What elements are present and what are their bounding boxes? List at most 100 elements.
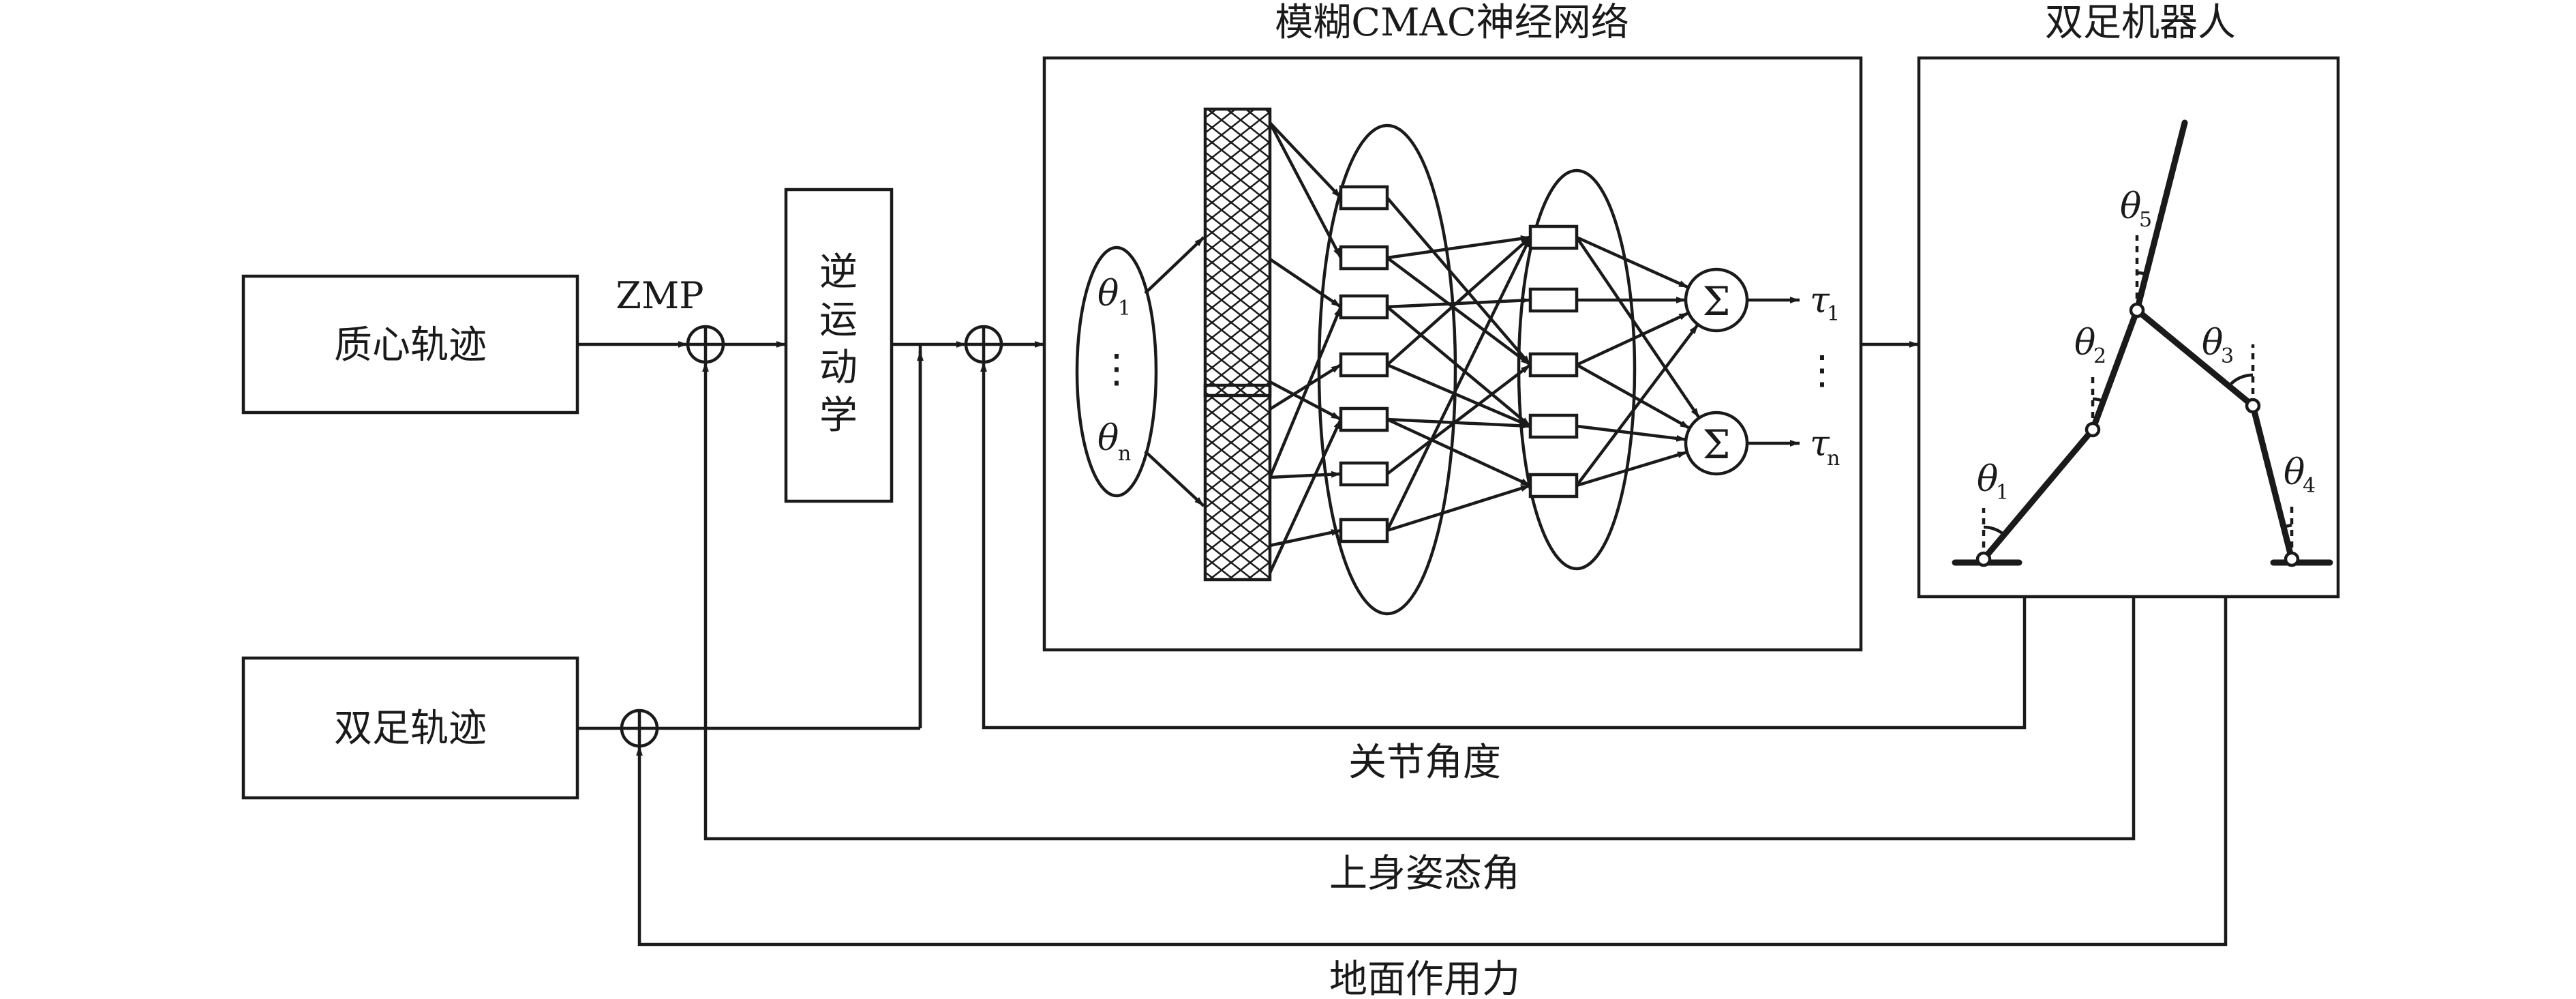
weight-layer-ellipse xyxy=(1517,168,1637,571)
ground-force-label: 地面作用力 xyxy=(1329,957,1520,999)
theta-label-4: θ xyxy=(2284,452,2305,493)
weight-sum-link-5 xyxy=(1576,424,1686,442)
angle-arc-5 xyxy=(2136,271,2147,276)
zmp-label: ZMP xyxy=(616,274,703,317)
grid-link-lower-2 xyxy=(1269,471,1342,479)
foot-trajectory-block: 双足轨迹 xyxy=(241,656,579,800)
foot-trajectory-label: 双足轨迹 xyxy=(334,706,487,751)
feedback-ground-force xyxy=(636,597,2228,946)
weight-sum-link-4 xyxy=(1575,363,1691,430)
weight-sum-link-3 xyxy=(1576,311,1690,367)
grid-link-upper-2 xyxy=(1269,258,1342,308)
grid-link-lower-3 xyxy=(1269,528,1342,548)
input-arrow-upper xyxy=(1144,236,1205,295)
sum-junction-zmp xyxy=(686,325,725,364)
ik-char-3: 动 xyxy=(819,346,858,390)
grid-link-lower-5 xyxy=(1268,306,1343,478)
assoc-weight-link-8 xyxy=(1386,363,1532,475)
joint-knee-left xyxy=(2085,421,2101,438)
grid-link-upper-4 xyxy=(1269,121,1342,259)
ik-char-2: 运 xyxy=(819,298,858,342)
assoc-weight-link-7 xyxy=(1387,417,1531,488)
sum-junction-foot xyxy=(620,709,659,748)
cmac-network-frame xyxy=(1042,56,1863,652)
com-trajectory-block: 质心轨迹 xyxy=(241,274,579,415)
inverse-kinematics-block: 逆 运 动 学 xyxy=(784,188,894,503)
input-ellipsis: ⋮ xyxy=(1097,345,1136,391)
weight-cell-2 xyxy=(1528,287,1579,313)
association-cell-3 xyxy=(1339,294,1389,320)
grid-link-lower-1 xyxy=(1269,363,1342,411)
assoc-weight-link-9 xyxy=(1387,483,1531,533)
assoc-weight-link-4 xyxy=(1387,297,1531,309)
feedback-upper-body-angle xyxy=(702,362,2136,841)
output-ellipsis: ⋮ xyxy=(1802,346,1842,393)
theta-1-subscript: 1 xyxy=(1118,297,1131,320)
weight-cell-5 xyxy=(1528,473,1579,498)
grid-link-lower-4 xyxy=(1268,419,1343,573)
theta-label-1: θ xyxy=(1977,459,1998,500)
weight-sum-link-8 xyxy=(1575,323,1699,487)
sum-node-1: Σ xyxy=(1684,267,1749,333)
assoc-weight-link-6 xyxy=(1387,363,1531,428)
association-cell-6 xyxy=(1339,461,1389,487)
joint-ankle-right xyxy=(2284,551,2300,567)
assoc-weight-link-2 xyxy=(1387,235,1531,260)
theta-sub-2: 2 xyxy=(2093,344,2106,368)
assoc-weight-link-3 xyxy=(1386,256,1532,366)
sum-node-n: Σ xyxy=(1684,411,1749,476)
theta-label-2: θ xyxy=(2074,323,2095,363)
joint-angle-label: 关节角度 xyxy=(1348,741,1501,785)
theta-sub-3: 3 xyxy=(2221,344,2234,368)
assoc-weight-link-12 xyxy=(1386,305,1532,428)
angle-arc-2 xyxy=(2092,397,2104,403)
theta-label-5: θ xyxy=(2120,186,2141,227)
joint-hip xyxy=(2129,302,2145,318)
assoc-weight-link-5 xyxy=(1386,236,1532,366)
theta-n-subscript: n xyxy=(1118,442,1131,466)
biped-robot-figure: θ 1 θ 2 θ 3 θ 4 θ 5 xyxy=(1952,119,2333,567)
left-thigh xyxy=(2089,307,2140,433)
right-thigh xyxy=(2134,307,2256,409)
association-cell-1 xyxy=(1339,185,1389,211)
assoc-weight-link-11 xyxy=(1387,417,1531,430)
network-connections xyxy=(1268,121,1701,573)
theta-label-3: θ xyxy=(2202,323,2223,363)
grid-link-upper-1 xyxy=(1269,121,1342,199)
angle-arc-3 xyxy=(2228,373,2254,387)
input-arrow-lower xyxy=(1144,450,1205,507)
tau-n-symbol: τ xyxy=(1810,423,1830,464)
association-cell-2 xyxy=(1339,245,1389,271)
sigma-1-symbol: Σ xyxy=(1702,278,1730,325)
joint-knee-right xyxy=(2245,398,2261,414)
sigma-n-symbol: Σ xyxy=(1702,421,1730,468)
upper-body-angle-label: 上身姿态角 xyxy=(1329,852,1520,896)
forward-path xyxy=(577,341,1919,730)
grid-link-upper-3 xyxy=(1269,381,1342,421)
theta-sub-4: 4 xyxy=(2303,474,2316,498)
weight-cell-4 xyxy=(1528,413,1579,439)
fuzzy-grid-upper xyxy=(1203,107,1272,398)
weight-sum-link-1 xyxy=(1576,235,1689,289)
assoc-weight-link-10 xyxy=(1385,237,1532,531)
ik-char-1: 逆 xyxy=(819,250,858,295)
theta-sub-1: 1 xyxy=(1996,481,2009,505)
weight-sum-link-6 xyxy=(1576,450,1688,488)
assoc-weight-link-1 xyxy=(1386,196,1532,366)
right-shank xyxy=(2249,402,2295,563)
angle-arc-1 xyxy=(1983,525,2005,536)
ik-char-4: 学 xyxy=(819,393,858,438)
association-cell-5 xyxy=(1339,406,1389,432)
cmac-title: 模糊CMAC神经网络 xyxy=(1275,1,1628,45)
fuzzy-grid-lower xyxy=(1203,383,1272,582)
com-trajectory-label: 质心轨迹 xyxy=(334,323,487,368)
robot-title: 双足机器人 xyxy=(2045,1,2236,45)
association-cell-7 xyxy=(1339,518,1389,543)
weight-cell-3 xyxy=(1528,352,1579,378)
association-layer-ellipse xyxy=(1317,123,1457,616)
weight-cell-1 xyxy=(1528,224,1579,250)
weight-sum-link-7 xyxy=(1575,236,1701,419)
joint-ankle-left xyxy=(1975,551,1992,567)
feedback-joint-angle xyxy=(980,362,2027,730)
